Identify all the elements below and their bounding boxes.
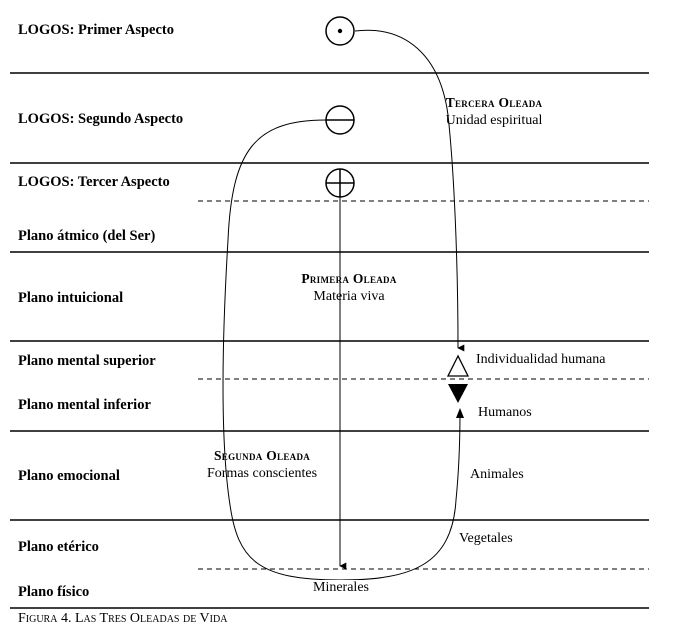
plane-label-atmico: Plano átmico (del Ser) xyxy=(18,228,156,244)
tercera-oleada-title: Tercera Oleada xyxy=(445,95,543,110)
animales-label: Animales xyxy=(470,467,524,482)
individualidad-triangle-icon xyxy=(446,354,470,377)
plane-label-logos-segundo: LOGOS: Segundo Aspecto xyxy=(18,111,184,127)
plane-label-logos-tercer: LOGOS: Tercer Aspecto xyxy=(18,174,170,190)
humanos-triangle-icon xyxy=(448,384,468,403)
segunda-oleada-arrow xyxy=(222,119,461,581)
plane-label-mental-superior: Plano mental superior xyxy=(18,353,156,369)
logos-third-aspect-symbol xyxy=(325,168,355,198)
plane-label-emocional: Plano emocional xyxy=(18,468,120,484)
figure-caption: Figura 4. Las Tres Oleadas de Vida xyxy=(18,611,228,626)
humanos-label: Humanos xyxy=(478,405,532,420)
tercera-oleada-arrow xyxy=(354,29,465,352)
humanos-arrowhead xyxy=(456,408,464,418)
logos-second-aspect-symbol xyxy=(325,105,355,135)
plane-label-logos-primer: LOGOS: Primer Aspecto xyxy=(18,22,174,38)
tercera-oleada-subtitle: Unidad espiritual xyxy=(445,113,543,128)
primera-oleada-subtitle: Materia viva xyxy=(313,289,385,304)
primera-oleada-title: Primera Oleada xyxy=(301,271,397,286)
minerales-label: Minerales xyxy=(310,580,372,596)
vegetales-label: Vegetales xyxy=(459,531,513,546)
logos-first-aspect-symbol xyxy=(325,16,355,46)
segunda-oleada-subtitle: Formas conscientes xyxy=(206,466,318,481)
plane-label-eterico: Plano etérico xyxy=(18,539,99,555)
individualidad-humana-label: Individualidad humana xyxy=(476,352,606,367)
plane-label-intuicional: Plano intuicional xyxy=(18,290,124,306)
plane-label-fisico: Plano físico xyxy=(18,584,90,600)
plane-label-mental-inferior: Plano mental inferior xyxy=(18,397,151,413)
segunda-oleada-title: Segunda Oleada xyxy=(213,448,311,463)
